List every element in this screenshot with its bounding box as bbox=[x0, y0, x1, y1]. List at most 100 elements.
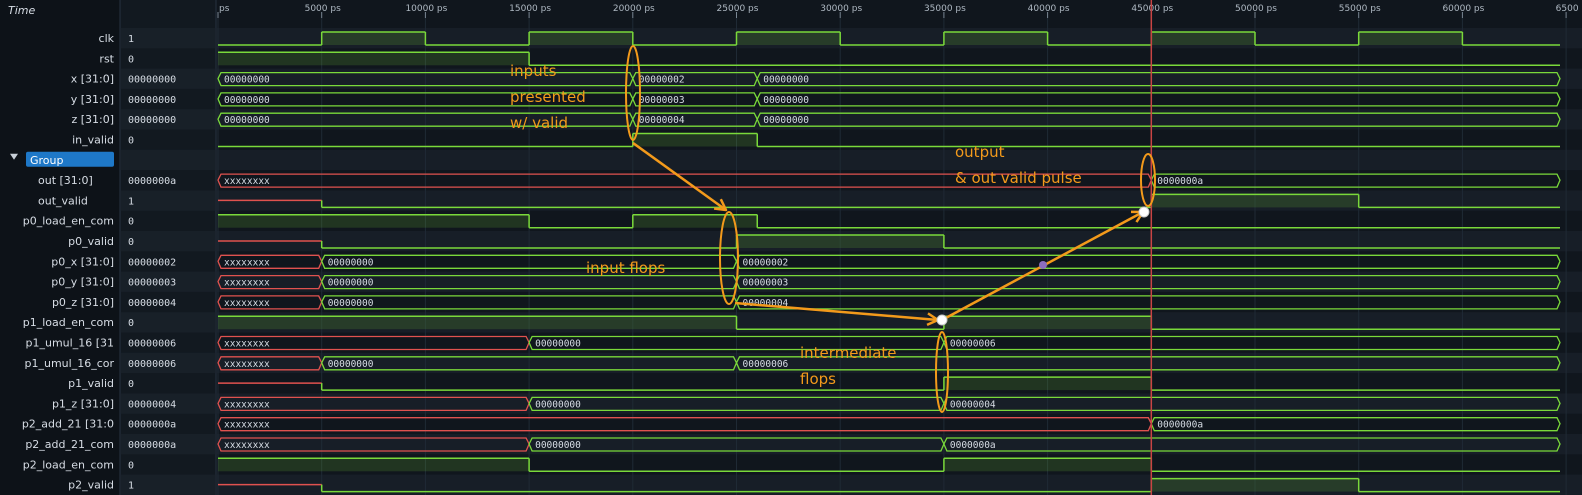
time-tick-label: 20000 ps bbox=[613, 4, 655, 14]
annotation-text: presented bbox=[510, 88, 586, 106]
bus-value-label: 00000003 bbox=[743, 278, 789, 289]
time-tick-label: 55000 ps bbox=[1339, 4, 1381, 14]
bus-segment bbox=[735, 295, 1561, 310]
high-fill bbox=[1151, 194, 1359, 208]
bus-value-label: 00000000 bbox=[763, 115, 809, 126]
annotation-text: output bbox=[955, 143, 1005, 161]
signal-name[interactable]: p0_load_en_com bbox=[23, 215, 114, 228]
signal-name[interactable]: p2_add_21 [31:0 bbox=[22, 418, 114, 431]
signal-name[interactable]: p1_valid bbox=[68, 377, 114, 390]
row-band bbox=[120, 434, 1582, 455]
row-band bbox=[120, 190, 1582, 211]
signal-value: 0000000a bbox=[128, 440, 176, 451]
row-band bbox=[120, 393, 1582, 414]
signal-name[interactable]: clk bbox=[99, 32, 115, 45]
high-fill bbox=[321, 32, 426, 45]
bus-value-label: 0000000a bbox=[1157, 176, 1203, 187]
signal-name[interactable]: p2_valid bbox=[68, 479, 114, 492]
marker-dot[interactable] bbox=[1138, 206, 1150, 218]
bus-value-label: 00000000 bbox=[328, 359, 374, 370]
signal-name[interactable]: rst bbox=[99, 52, 114, 65]
signal-name[interactable]: p1_umul_16_cor bbox=[25, 357, 115, 370]
bus-segment bbox=[756, 71, 1561, 87]
high-fill bbox=[1358, 32, 1463, 45]
time-tick-label: 25000 ps bbox=[717, 4, 759, 14]
signal-name[interactable]: p1_umul_16 [31 bbox=[26, 337, 114, 350]
signal-name[interactable]: out_valid bbox=[38, 194, 88, 207]
signal-name[interactable]: out [31:0] bbox=[38, 174, 93, 187]
annotation-text: flops bbox=[800, 370, 836, 388]
bus-value-label: 00000006 bbox=[743, 359, 789, 370]
signal-value: 00000000 bbox=[128, 115, 176, 126]
bus-value-label: 00000000 bbox=[328, 278, 374, 289]
bus-value-label: xxxxxxxx bbox=[224, 278, 270, 289]
signal-value: 00000006 bbox=[128, 339, 176, 350]
signal-value: 00000000 bbox=[128, 95, 176, 106]
signal-name[interactable]: in_valid bbox=[72, 134, 114, 147]
time-tick-label: ps bbox=[219, 4, 230, 14]
signal-name[interactable]: p2_add_21_com bbox=[25, 438, 114, 451]
signal-value: 0 bbox=[128, 379, 134, 390]
signal-name[interactable]: p2_load_en_com bbox=[23, 458, 114, 471]
annotation-ellipse bbox=[1140, 153, 1156, 207]
time-tick-label: 15000 ps bbox=[509, 4, 551, 14]
bus-value-label: 00000000 bbox=[224, 95, 270, 106]
bus-value-label: xxxxxxxx bbox=[224, 420, 270, 431]
name-panel-bg bbox=[0, 0, 120, 495]
row-band bbox=[120, 231, 1582, 252]
bus-segment bbox=[1150, 417, 1561, 432]
signal-value: 00000000 bbox=[128, 75, 176, 86]
bus-value-label: xxxxxxxx bbox=[224, 359, 270, 370]
high-fill bbox=[943, 32, 1048, 45]
annotation-ellipse bbox=[719, 211, 739, 305]
annotation-text: intermediate bbox=[800, 344, 897, 362]
signal-value: 0 bbox=[128, 217, 134, 228]
annotation-text: & out valid pulse bbox=[955, 169, 1082, 187]
annotation-text: input flops bbox=[586, 259, 665, 277]
row-band bbox=[120, 474, 1582, 495]
bus-value-label: 00000000 bbox=[535, 399, 581, 410]
midpoint-dot bbox=[1039, 261, 1047, 269]
row-band bbox=[120, 28, 1582, 49]
signal-name[interactable]: z [31:0] bbox=[71, 113, 114, 126]
bus-segment bbox=[735, 274, 1561, 290]
signal-name[interactable]: p0_x [31:0] bbox=[51, 255, 114, 268]
bus-value-label: xxxxxxxx bbox=[224, 257, 270, 268]
time-tick-label: 50000 ps bbox=[1235, 4, 1277, 14]
signal-name[interactable]: p1_z [31:0] bbox=[52, 397, 114, 410]
signal-name[interactable]: p0_y [31:0] bbox=[51, 276, 114, 289]
annotation-arrow bbox=[632, 141, 727, 212]
high-fill bbox=[1151, 478, 1359, 492]
chevron-down-icon[interactable] bbox=[10, 153, 18, 160]
high-fill bbox=[943, 377, 1152, 391]
bus-value-label: 00000000 bbox=[763, 75, 809, 86]
signal-name[interactable]: p0_valid bbox=[68, 235, 114, 248]
bus-value-label: 00000000 bbox=[224, 115, 270, 126]
row-band bbox=[120, 68, 1582, 89]
signal-name[interactable]: p1_load_en_com bbox=[23, 316, 114, 329]
bus-segment bbox=[735, 356, 1561, 371]
signal-value: 0 bbox=[128, 54, 134, 65]
group-selected-highlight[interactable] bbox=[26, 151, 114, 167]
row-band bbox=[120, 271, 1582, 292]
bus-value-label: 00000003 bbox=[639, 95, 685, 106]
signal-value: 0 bbox=[128, 136, 134, 147]
bus-value-label: xxxxxxxx bbox=[224, 298, 270, 309]
annotation-text: inputs bbox=[510, 62, 557, 80]
signal-value: 0000000a bbox=[128, 176, 176, 187]
high-fill bbox=[218, 52, 530, 66]
signal-value: 00000004 bbox=[128, 399, 176, 410]
high-fill bbox=[1151, 32, 1255, 45]
marker-dot[interactable] bbox=[936, 314, 948, 326]
annotation-ellipse bbox=[935, 331, 949, 413]
signal-name[interactable]: p0_z [31:0] bbox=[52, 296, 114, 309]
time-tick-label: 30000 ps bbox=[820, 4, 862, 14]
signal-name[interactable]: x [31:0] bbox=[71, 73, 114, 86]
group-label[interactable]: Group bbox=[30, 154, 64, 167]
signal-name[interactable]: y [31:0] bbox=[71, 93, 114, 106]
high-fill bbox=[736, 235, 944, 248]
bus-value-label: 00000004 bbox=[950, 399, 996, 410]
bus-value-label: 00000004 bbox=[743, 298, 789, 309]
